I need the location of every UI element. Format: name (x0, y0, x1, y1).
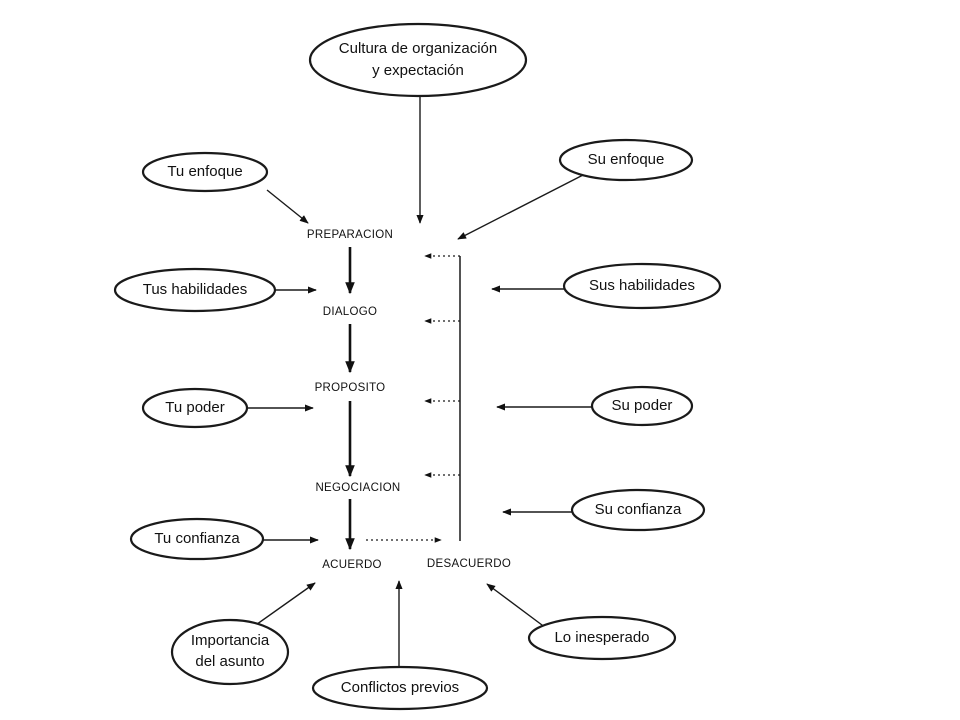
ellipse-importancia: Importancia del asunto (170, 618, 290, 686)
importancia-label-line2: del asunto (195, 653, 264, 670)
tus-habilidades-label: Tus habilidades (143, 281, 248, 298)
ellipse-tu-poder: Tu poder (141, 387, 249, 429)
ellipse-su-poder: Su poder (590, 385, 694, 427)
ellipse-sus-habilidades: Sus habilidades (562, 262, 722, 310)
arrow-importancia (252, 582, 316, 628)
cultura-label-line2: y expectación (372, 62, 464, 79)
ellipse-su-enfoque: Su enfoque (558, 138, 694, 182)
ellipse-conflictos: Conflictos previos (311, 665, 489, 711)
stage-proposito: PROPOSITO (315, 382, 386, 394)
su-enfoque-label: Su enfoque (588, 151, 665, 168)
sus-habilidades-label: Sus habilidades (589, 277, 695, 294)
ellipse-tus-habilidades: Tus habilidades (113, 267, 277, 313)
su-confianza-label: Su confianza (595, 501, 682, 518)
cultura-label-line1: Cultura de organización (339, 40, 497, 57)
stage-negociacion: NEGOCIACION (315, 482, 400, 494)
stage-acuerdo: ACUERDO (322, 559, 382, 571)
arrow-inesperado (486, 583, 547, 629)
stage-desacuerdo: DESACUERDO (427, 558, 511, 570)
stage-preparacion: PREPARACION (307, 229, 393, 241)
conflictos-label: Conflictos previos (341, 679, 459, 696)
ellipse-tu-confianza: Tu confianza (129, 517, 265, 561)
ellipse-su-confianza: Su confianza (570, 488, 706, 532)
inesperado-label: Lo inesperado (554, 629, 649, 646)
arrow-su-enfoque (457, 173, 586, 240)
su-poder-label: Su poder (612, 397, 673, 414)
importancia-label-line1: Importancia (191, 632, 270, 649)
tu-confianza-label: Tu confianza (154, 530, 240, 547)
arrow-tu-enfoque (266, 189, 309, 224)
ellipse-tu-enfoque: Tu enfoque (141, 151, 269, 193)
stage-dialogo: DIALOGO (323, 306, 378, 318)
ellipse-cultura: Cultura de organización y expectación (308, 22, 528, 98)
tu-enfoque-label: Tu enfoque (167, 163, 242, 180)
ellipse-inesperado: Lo inesperado (527, 615, 677, 661)
tu-poder-label: Tu poder (165, 399, 224, 416)
